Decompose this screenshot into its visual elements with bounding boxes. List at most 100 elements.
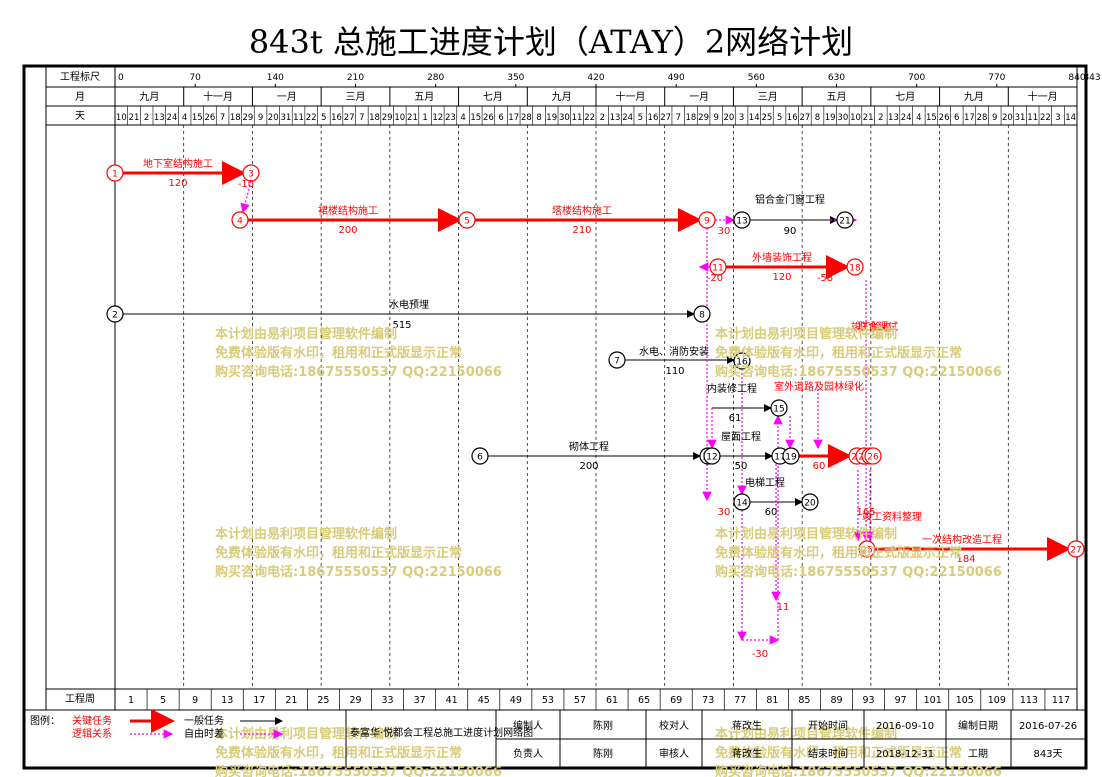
node-circle xyxy=(242,164,260,182)
week-cell: 41 xyxy=(446,695,458,706)
activity-duration: 515 xyxy=(392,320,411,331)
node-label: 2 xyxy=(112,311,118,321)
week-cell: 113 xyxy=(1020,695,1038,706)
day-cell: 17 xyxy=(508,113,519,123)
watermark-text: 本计划由易利项目管理软件编制 xyxy=(715,726,897,742)
day-cell: 10 xyxy=(116,113,127,123)
node-label: 9 xyxy=(704,217,710,227)
reviewer-label: 审核人 xyxy=(659,747,689,760)
node-label: 21 xyxy=(839,217,850,227)
day-cell: 19 xyxy=(546,113,557,123)
day-cell: 29 xyxy=(698,113,709,123)
day-cell: 17 xyxy=(964,113,975,123)
node-label: 1 xyxy=(112,170,118,180)
legend-normal: 一般任务 xyxy=(184,714,224,727)
watermark-text: 购买咨询电话:18675550537 QQ:22150066 xyxy=(715,564,1002,580)
node-label: 5 xyxy=(464,217,470,227)
ruler-tick: 350 xyxy=(507,73,524,83)
ruler-tick: 630 xyxy=(828,73,845,83)
watermark-text: 免费体验版有水印，租用和正式版显示正常 xyxy=(715,345,962,361)
watermark-text: 免费体验版有水印，租用和正式版显示正常 xyxy=(215,545,462,561)
day-cell: 30 xyxy=(559,113,570,123)
node-circle xyxy=(231,211,249,229)
watermark-text: 本计划由易利项目管理软件编制 xyxy=(215,526,397,542)
node-label: 3 xyxy=(248,170,254,180)
week-cell: 53 xyxy=(542,695,554,706)
day-cell: 26 xyxy=(205,113,216,123)
activity-duration: 120 xyxy=(772,272,791,283)
day-cell: 18 xyxy=(230,113,241,123)
day-cell: 6 xyxy=(498,113,503,123)
day-cell: 21 xyxy=(407,113,418,123)
activity-name: 地下室结构施工 xyxy=(143,157,213,170)
month-cell: 三月 xyxy=(758,91,778,103)
day-cell: 5 xyxy=(321,113,326,123)
day-cell: 3 xyxy=(1055,113,1060,123)
month-cell: 七月 xyxy=(895,91,915,103)
day-cell: 16 xyxy=(331,113,342,123)
day-cell: 13 xyxy=(888,113,899,123)
start-value: 2016-09-10 xyxy=(876,721,934,732)
activity-name: 室外道路及园林绿化 xyxy=(774,380,864,393)
node-label: 16 xyxy=(736,358,748,368)
week-cell: 109 xyxy=(988,695,1006,706)
watermark-text: 购买咨询电话:18675550537 QQ:22150066 xyxy=(715,364,1002,380)
checker-value: 蒋改生 xyxy=(732,719,762,732)
ruler-tick: 140 xyxy=(267,73,284,83)
ruler-tick: 0 xyxy=(118,73,124,83)
day-cell: 11 xyxy=(293,113,304,123)
node-label: 19 xyxy=(785,453,797,463)
day-cell: 28 xyxy=(977,113,988,123)
week-cell: 25 xyxy=(317,695,329,706)
month-cell: 五月 xyxy=(827,91,847,103)
activity-name: 竣工验收 xyxy=(851,320,891,333)
week-cell: 105 xyxy=(956,695,974,706)
day-cell: 27 xyxy=(660,113,671,123)
day-cell: 7 xyxy=(676,113,681,123)
week-cell: 97 xyxy=(895,695,907,706)
day-cell: 7 xyxy=(220,113,225,123)
week-cell: 17 xyxy=(253,695,265,706)
checker-label: 校对人 xyxy=(659,719,689,732)
day-cell: 4 xyxy=(182,113,187,123)
day-cell: 5 xyxy=(777,113,782,123)
month-cell: 九月 xyxy=(964,91,984,103)
day-cell: 19 xyxy=(825,113,836,123)
day-cell: 31 xyxy=(1015,113,1026,123)
day-cell: 8 xyxy=(536,113,541,123)
node-circle xyxy=(471,447,489,465)
node-circle xyxy=(770,399,788,417)
duration-value: 843天 xyxy=(1033,749,1062,760)
week-cell: 61 xyxy=(606,695,618,706)
day-cell: 2 xyxy=(878,113,883,123)
activity-duration: 110 xyxy=(665,366,684,377)
week-cell: 69 xyxy=(670,695,682,706)
day-cell: 28 xyxy=(521,113,532,123)
month-cell: 三月 xyxy=(346,91,366,103)
node-label: 11 xyxy=(712,264,723,274)
node-label: 4 xyxy=(237,217,243,227)
month-cell: 九月 xyxy=(139,91,159,103)
watermark-text: 免费体验版有水印，租用和正式版显示正常 xyxy=(715,545,962,561)
day-cell: 24 xyxy=(901,113,912,123)
end-value: 2018-12-31 xyxy=(876,749,934,760)
project-name: 泰富华·悦都会工程总施工进度计划网络图 xyxy=(350,726,533,739)
date-value: 2016-07-26 xyxy=(1019,721,1077,732)
day-cell: 6 xyxy=(954,113,959,123)
node-circle xyxy=(693,305,711,323)
day-cell: 22 xyxy=(584,113,595,123)
day-cell: 4 xyxy=(916,113,921,123)
watermark-text: 购买咨询电话:18675550537 QQ:22150066 xyxy=(215,764,502,777)
node-label: 26 xyxy=(867,453,879,463)
activity-duration: 210 xyxy=(572,225,591,236)
day-cell: 21 xyxy=(129,113,140,123)
ruler-tick: 420 xyxy=(587,73,604,83)
float-arrow xyxy=(240,180,252,214)
day-cell: 11 xyxy=(572,113,583,123)
legend-logic: 逻辑关系 xyxy=(72,727,112,740)
start-label: 开始时间 xyxy=(808,719,848,732)
activity-name: 水电、消防安装 xyxy=(639,345,709,358)
page-title: 843t 总施工进度计划（ATAY）2网络计划 xyxy=(248,23,854,61)
node-circle xyxy=(801,493,819,511)
float-label: 30 xyxy=(718,226,731,237)
